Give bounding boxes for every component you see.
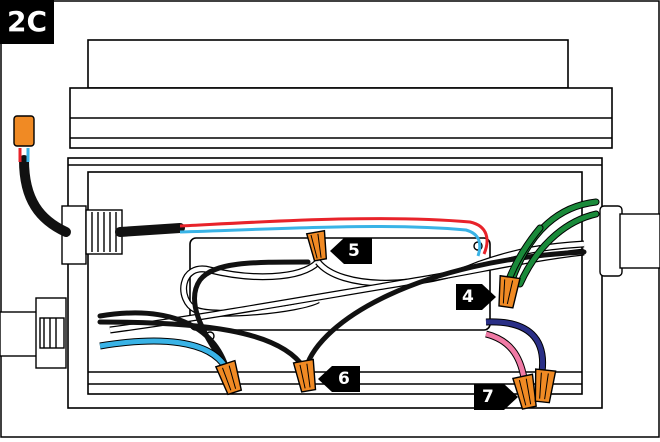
blue-wire [99, 338, 229, 370]
navy-wire [485, 319, 546, 373]
pink-wire [485, 331, 527, 379]
wire-nut-left-bottom [214, 359, 243, 396]
wire-nut-5 [305, 229, 328, 262]
callout-7-number: 7 [482, 387, 494, 407]
callout-4-number: 4 [462, 287, 474, 307]
step-label: 2C [0, 0, 54, 44]
lead-cable-sheath [115, 223, 185, 237]
supply-cable-upper [19, 155, 71, 237]
callout-6-number: 6 [338, 369, 350, 389]
fixture-cover [69, 39, 613, 149]
wire-nut-4 [498, 274, 521, 309]
right-conduit-fitting [599, 205, 660, 277]
wire-nut-7a [511, 373, 537, 410]
blue-lead-wire [179, 225, 482, 257]
red-lead-wire [179, 217, 489, 255]
callout-5-number: 5 [348, 241, 360, 261]
wire-nut-6 [292, 358, 317, 393]
upper-plug-connector [13, 115, 35, 147]
left-lower-connector [0, 297, 67, 369]
wire-nut-7b [534, 368, 557, 404]
